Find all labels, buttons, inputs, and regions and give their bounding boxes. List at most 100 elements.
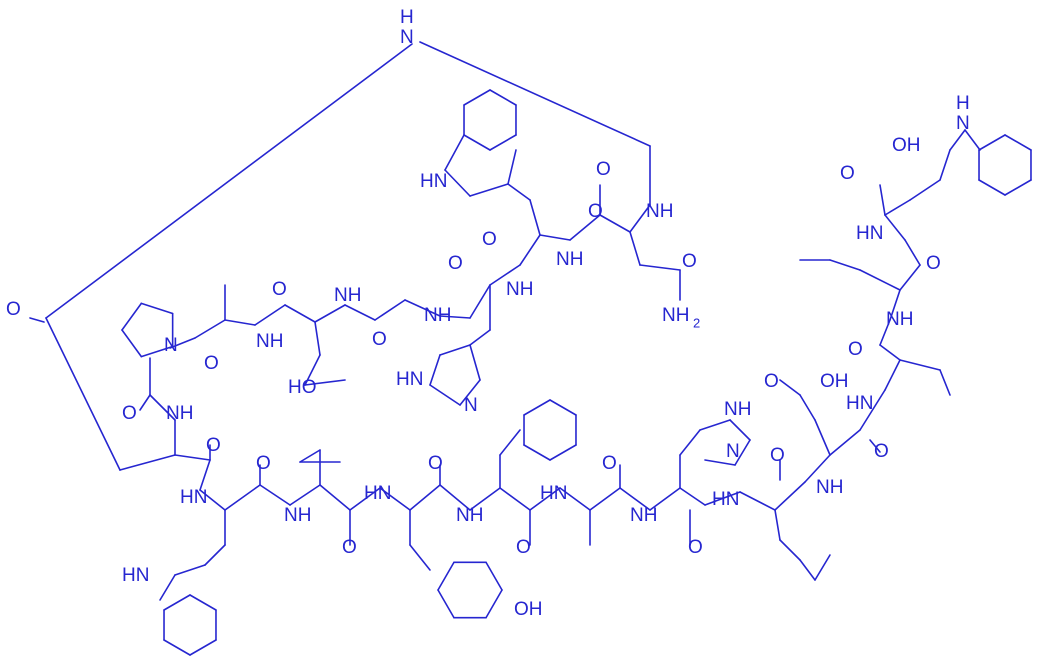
ring-bond [444,169,471,197]
atom-nh-thr: NH [334,285,361,306]
bridge-bond [419,41,651,147]
atom-nh2-sub: 2 [693,315,700,330]
backbone-bond [884,359,901,391]
backbone-bond [119,454,176,471]
ring-bond [1004,134,1032,151]
atom-o-b1: O [206,435,221,456]
ring-bond [444,134,465,171]
atom-nh-asn: NH [646,201,673,222]
backbone-bond [194,319,226,339]
atom-o-gly-co: O [448,253,463,274]
sidechain-bond [939,369,951,396]
backbone-bond [599,214,631,233]
atom-nh-asp-link: NH [166,403,193,424]
atom-n-his-top: N [464,395,478,416]
backbone-bond [349,487,381,511]
ring-bond [523,399,551,416]
sidechain-bond [814,419,831,456]
backbone-bond [374,299,406,321]
ring-bond [163,639,191,656]
backbone-bond [739,491,776,511]
sidechain-bond [814,554,831,581]
backbone-bond [379,487,411,511]
atom-o-ile2-co: O [926,253,941,274]
atom-hn-ile1: HN [846,393,873,414]
backbone-bond [879,344,901,361]
backbone-bond [174,454,211,461]
sidechain-bond [779,539,801,561]
sidechain-bond [779,379,801,396]
ring-bond [549,399,577,416]
backbone-bond [314,304,346,323]
sidechain-bond [774,509,781,541]
atom-o-gly-co2: O [372,329,387,350]
backbone-bond [829,429,861,456]
ring-bond [489,134,517,151]
backbone-bond [704,491,741,506]
atom-o-trp-co: O [588,201,603,222]
atom-o-pro-co: O [122,403,137,424]
backbone-bond [679,487,706,506]
atom-o-asp: O [764,371,779,392]
ring-bond [699,419,731,431]
sidechain-bond [409,544,431,571]
atom-o-asp-co: O [874,441,889,462]
ring-bond [507,149,517,185]
ring-bond [949,129,966,151]
backbone-bond [619,487,651,511]
backbone-bond [804,454,831,483]
sidechain-bond [304,354,321,386]
ring-bond [485,589,503,619]
atom-o-ala-co: O [204,353,219,374]
atom-nh-ile2: NH [886,309,913,330]
backbone-bond [499,487,531,511]
atom-nh-trp: NH [556,249,583,270]
backbone-bond [169,337,196,349]
atom-o-b7: O [688,537,703,558]
backbone-bond [439,484,471,511]
ring-bond [429,384,461,406]
backbone-bond [879,319,891,346]
backbone-bond [469,284,491,319]
backbone-bond [199,459,211,491]
atom-nh-his-low: NH [724,399,751,420]
backbone-bond [254,304,286,326]
backbone-bond [884,214,906,241]
atom-o-b8: O [770,445,785,466]
atom-nh-b8: NH [816,477,843,498]
ring-bond [489,89,517,106]
sidechain-bond [799,559,816,581]
ring-bond [189,594,217,611]
atom-hn-indole-right: H [956,93,970,114]
ring-bond [121,302,143,331]
atom-hn-trp-right: HN [856,223,883,244]
ring-bond [679,429,701,456]
ring-bond [189,639,217,656]
ring-bond [469,344,481,381]
backbone-bond [774,481,806,511]
atom-nh-b2: NH [284,505,311,526]
ring-bond [437,589,455,619]
bridge-bond [29,317,45,323]
atom-o-b4: O [428,453,443,474]
backbone-bond [469,487,501,511]
ring-bond [523,444,551,461]
backbone-bond [899,264,921,291]
ring-bond [704,459,736,466]
backbone-bond [439,315,471,319]
atom-nh-b4: NH [456,505,483,526]
atom-nh-b6: NH [630,505,657,526]
atom-hn-b1: HN [180,487,207,508]
atom-nh2-n: NH [662,305,689,326]
atom-oh-cooh: OH [892,135,921,156]
atom-hn-trp-bottom: HN [122,565,149,586]
atom-o-ile1-co: O [848,339,863,360]
atom-n-indole-right: N [956,113,970,134]
atom-o-b3: O [342,537,357,558]
atom-hn-trp-top: HN [420,171,447,192]
backbone-bond [879,184,886,216]
backbone-bond [519,234,541,266]
atom-ho-thr: HO [288,377,317,398]
ring-bond [463,89,491,106]
